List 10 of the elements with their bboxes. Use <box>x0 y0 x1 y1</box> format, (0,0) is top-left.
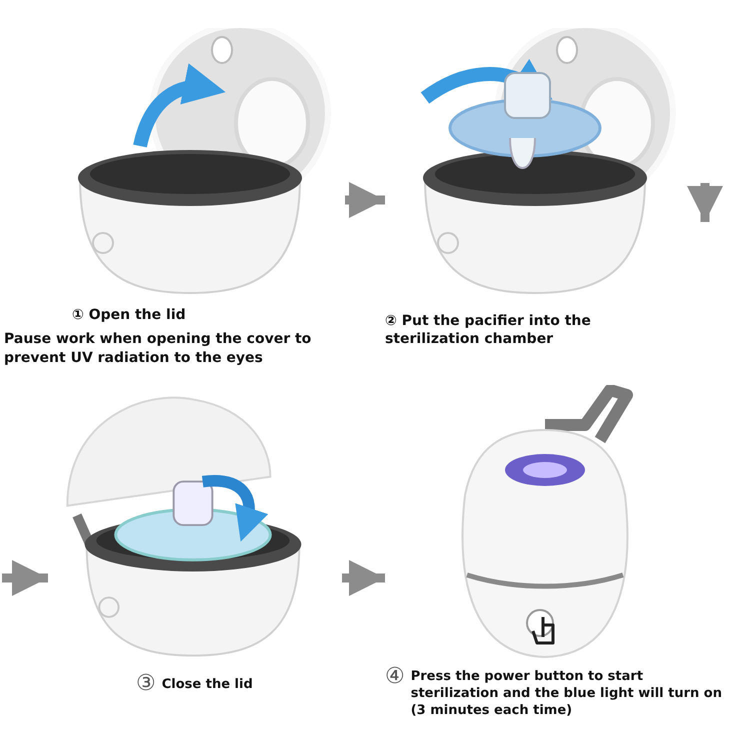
arrow <box>342 560 385 596</box>
arrow <box>345 182 385 218</box>
step-note: Press the power button to start sterilization and the blue light will turn on (3 minutes each time) <box>410 668 723 719</box>
arrow <box>2 560 48 596</box>
step-title: ② Put the pacifier into the sterilization chamber <box>385 312 592 348</box>
step-title: Close the lid <box>162 676 253 693</box>
step-number: ③ <box>136 672 156 696</box>
step-title: ① Open the lid <box>71 306 187 324</box>
step-number: ④ <box>385 665 405 689</box>
step-note: Pause work when opening the cover to prevent UV radiation to the eyes <box>3 330 312 368</box>
